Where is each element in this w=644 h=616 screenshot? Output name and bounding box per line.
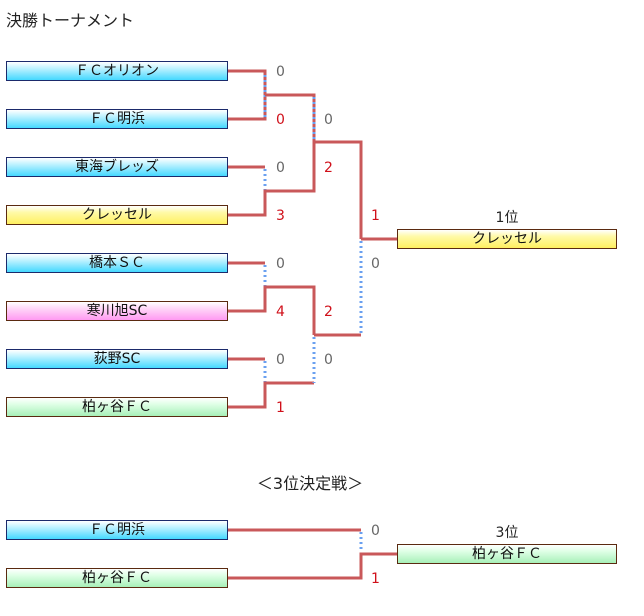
score: 0 bbox=[276, 112, 285, 128]
third-place-rank-label: 3位 bbox=[495, 525, 519, 541]
champion-rank-label: 1位 bbox=[495, 210, 519, 226]
score: 0 bbox=[276, 352, 285, 368]
score: 0 bbox=[324, 112, 333, 128]
team-box: 寒川旭SC bbox=[6, 301, 228, 321]
bracket-line bbox=[228, 69, 267, 95]
bracket-line bbox=[314, 140, 363, 239]
team-box: 東海ブレッズ bbox=[6, 157, 228, 177]
team-box: 橋本ＳＣ bbox=[6, 253, 228, 273]
bracket-line bbox=[228, 95, 267, 121]
score: 0 bbox=[324, 352, 333, 368]
bracket-line bbox=[228, 381, 314, 409]
score: 0 bbox=[276, 160, 285, 176]
bracket-line bbox=[228, 142, 316, 217]
third-place-team-box: 柏ヶ谷ＦＣ bbox=[397, 544, 617, 564]
bracket-line bbox=[228, 285, 316, 335]
champion-team-box: クレッセル bbox=[397, 229, 617, 249]
team-box: ＦＣオリオン bbox=[6, 61, 228, 81]
score: 3 bbox=[276, 208, 285, 224]
score: 4 bbox=[276, 304, 285, 320]
score: 2 bbox=[324, 304, 333, 320]
bracket-line bbox=[265, 93, 316, 142]
score: 0 bbox=[276, 256, 285, 272]
third-place-title: ＜3位決定戦＞ bbox=[256, 474, 364, 493]
bracket-line bbox=[228, 552, 397, 580]
score: 1 bbox=[371, 571, 380, 587]
team-box: 荻野SC bbox=[6, 349, 228, 369]
team-box: 柏ヶ谷ＦＣ bbox=[6, 397, 228, 417]
score: 2 bbox=[324, 160, 333, 176]
team-box: 柏ヶ谷ＦＣ bbox=[6, 568, 228, 588]
team-box: クレッセル bbox=[6, 205, 228, 225]
page-title: 決勝トーナメント bbox=[6, 11, 135, 30]
team-box: ＦＣ明浜 bbox=[6, 520, 228, 540]
score: 0 bbox=[371, 256, 380, 272]
team-box: ＦＣ明浜 bbox=[6, 109, 228, 129]
score: 1 bbox=[276, 400, 285, 416]
score: 1 bbox=[371, 208, 380, 224]
score: 0 bbox=[276, 64, 285, 80]
score: 0 bbox=[371, 523, 380, 539]
